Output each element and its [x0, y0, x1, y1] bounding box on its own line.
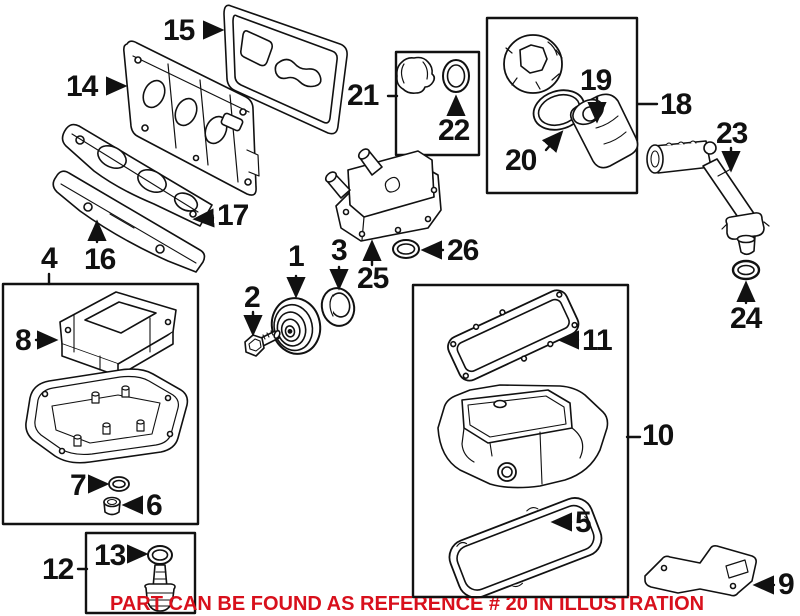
part-9-cover-plate-drawing: [644, 545, 757, 597]
callout-17: 17: [217, 199, 249, 232]
callout-2: 2: [244, 281, 261, 314]
callout-11: 11: [582, 324, 613, 357]
part-25-oil-cooler-drawing: [324, 148, 442, 242]
part-18-filter-cap-drawing: [503, 34, 563, 94]
part-6-drain-plug-drawing: [103, 496, 121, 516]
part-4-oil-pan-drawing: [25, 368, 189, 464]
part-13-oil-level-sensor-drawing: [144, 545, 176, 612]
part-1-pulley-drawing: [270, 297, 322, 355]
callout-23: 23: [716, 117, 748, 150]
box10-bottom-border-overlay: [413, 596, 628, 598]
part-17-heat-shield-drawing: [61, 123, 213, 227]
part-26-oring-drawing: [392, 239, 420, 259]
callout-5: 5: [575, 506, 592, 539]
callout-7: 7: [70, 469, 87, 502]
callout-12: 12: [42, 553, 74, 586]
part-15-valve-cover-gasket-drawing: [223, 4, 348, 135]
part-8-support-frame-drawing: [59, 291, 177, 377]
callout-18: 18: [660, 88, 692, 121]
part-24-oring-drawing: [731, 259, 761, 281]
part-10-oil-pan-drawing: [437, 384, 609, 489]
callout-25: 25: [357, 262, 389, 295]
group-box-12: [84, 531, 197, 615]
callout-16: 16: [84, 243, 116, 276]
group-box-4: [1, 282, 200, 526]
callout-13: 13: [94, 539, 126, 572]
group-box-21: [394, 50, 481, 157]
part-23-filler-tube-drawing: [646, 140, 770, 256]
callout-14: 14: [66, 70, 98, 103]
callout-15: 15: [163, 14, 195, 47]
callout-21: 21: [347, 79, 379, 112]
callout-10: 10: [642, 419, 674, 452]
callout-1: 1: [288, 240, 305, 273]
callout-3: 3: [331, 234, 348, 267]
callout-arrows: [34, 20, 776, 595]
part-19-filter-drawing: [569, 93, 639, 169]
callout-22: 22: [438, 114, 470, 147]
part-16-heat-shield-drawing: [52, 170, 206, 273]
part-22-oring-drawing: [442, 59, 470, 93]
callout-9: 9: [778, 568, 795, 601]
part-11-gasket-drawing: [447, 289, 580, 382]
part-14-valve-cover-drawing: [123, 40, 260, 196]
callout-6: 6: [146, 489, 163, 522]
availability-notice: PART CAN BE FOUND AS REFERENCE # 20 IN I…: [110, 593, 705, 615]
callout-19: 19: [580, 64, 612, 97]
callout-20: 20: [505, 144, 537, 177]
callout-8: 8: [15, 324, 32, 357]
part-21-filler-cap-drawing: [396, 56, 436, 94]
callout-4: 4: [41, 242, 58, 275]
callout-26: 26: [447, 234, 479, 267]
callout-24: 24: [730, 302, 762, 335]
group-box-18: [485, 16, 639, 195]
